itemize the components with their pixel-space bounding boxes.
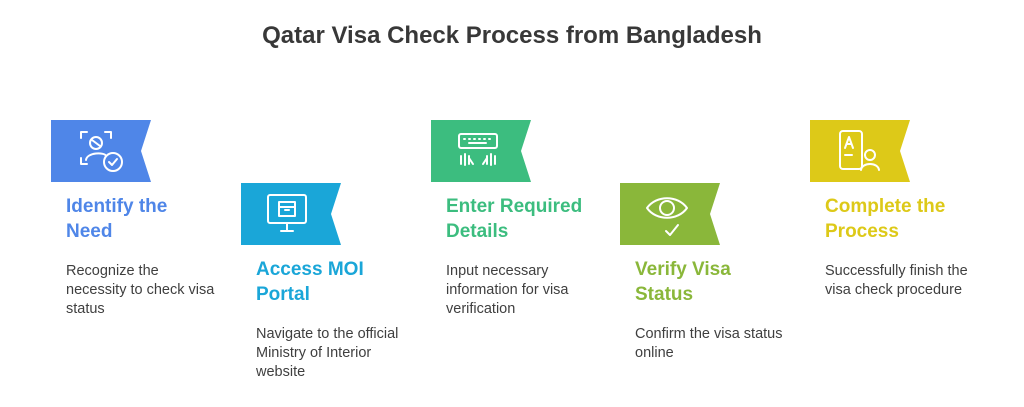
step-description: Navigate to the official Ministry of Int…: [256, 326, 399, 380]
page-title: Qatar Visa Check Process from Bangladesh: [262, 22, 762, 49]
step-title-line: Enter Required: [446, 196, 583, 217]
step-title: Access MOI Portal: [256, 257, 416, 307]
banner-flag-shape: [51, 120, 151, 182]
step-title-line: Access MOI: [256, 259, 364, 280]
monitor-portal-icon: [267, 194, 307, 232]
step-banner: [241, 183, 341, 245]
banner-flag-shape: [810, 120, 910, 182]
step-description: Input necessary information for visa ver…: [446, 263, 569, 317]
step-banner: [620, 183, 720, 245]
step-title: Enter Required Details: [446, 194, 606, 244]
user-check-icon: [80, 131, 123, 172]
step-banner: [51, 120, 151, 182]
banner-flag-shape: [241, 183, 341, 245]
step-title-line: Identify the: [66, 196, 168, 217]
keyboard-typing-icon: [458, 133, 498, 166]
step-title-line: Process: [825, 221, 899, 242]
document-user-icon: [839, 130, 880, 171]
step-banner: [431, 120, 531, 182]
step-banner: [810, 120, 910, 182]
eye-check-icon: [646, 197, 688, 236]
step-title-line: Status: [635, 284, 694, 305]
step-title: Identify the Need: [66, 194, 226, 244]
step-title-line: Verify Visa: [635, 259, 731, 280]
step-title: Complete the Process: [825, 194, 985, 244]
step-title-line: Complete the: [825, 196, 946, 217]
step-title-line: Details: [446, 221, 509, 242]
step-description: Confirm the visa status online: [635, 326, 783, 361]
step-title-line: Portal: [256, 284, 310, 305]
step-title: Verify Visa Status: [635, 257, 795, 307]
step-description: Recognize the necessity to check visa st…: [66, 263, 215, 317]
banner-flag-shape: [431, 120, 531, 182]
step-description: Successfully finish the visa check proce…: [825, 263, 968, 298]
step-title-line: Need: [66, 221, 113, 242]
